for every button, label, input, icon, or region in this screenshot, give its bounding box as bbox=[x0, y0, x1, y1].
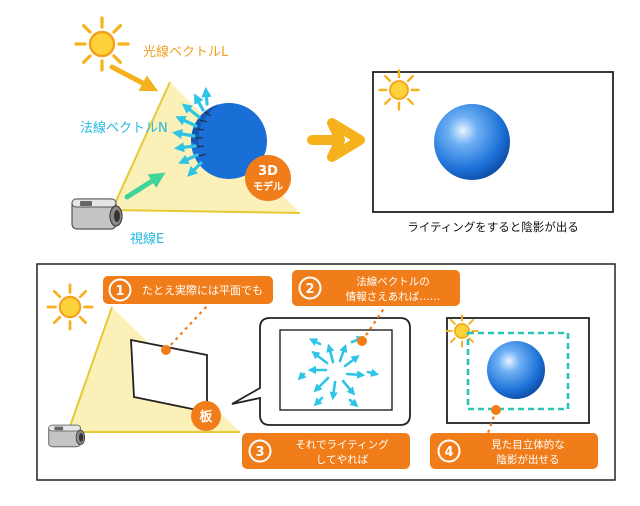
step-2-number: 2 bbox=[305, 282, 314, 297]
step-4-label: 4 見た目立体的な 陰影が出せる bbox=[430, 433, 598, 469]
step-3-number: 3 bbox=[255, 445, 264, 460]
bottom-cone-edge-left bbox=[67, 306, 113, 433]
plate-badge bbox=[191, 401, 221, 431]
step-3-text-line1: それでライティング bbox=[295, 438, 389, 451]
step-4-text-line1: 見た目立体的な bbox=[491, 438, 565, 451]
sphere-surface-ticks bbox=[196, 111, 212, 157]
view-label: 視線E bbox=[130, 231, 164, 247]
normal-vector-label: 法線ベクトルN bbox=[80, 120, 168, 136]
badge-3d-model bbox=[245, 155, 291, 201]
step-2-label: 2 法線ベクトルの 情報さえあれば…… bbox=[292, 270, 460, 306]
sphere-shade-band bbox=[190, 104, 219, 148]
dashed-selection-box bbox=[466, 331, 570, 411]
step-2-text-line2: 情報さえあれば…… bbox=[346, 290, 441, 303]
bottom-section: 板 bbox=[36, 263, 616, 481]
step-4-number: 4 bbox=[444, 445, 453, 460]
step-1-label: 1 たとえ実際には平面でも bbox=[103, 276, 273, 304]
camera-icon bbox=[71, 198, 123, 230]
bottom-sun-icon bbox=[46, 283, 94, 331]
bottom-result-sun-icon bbox=[445, 314, 479, 348]
step-1-text: たとえ実際には平面でも bbox=[142, 283, 263, 297]
plate-label: 板 bbox=[199, 409, 213, 425]
normals-sheet bbox=[279, 329, 393, 411]
cone-edge-bottom bbox=[111, 209, 301, 214]
normal-arrows bbox=[171, 86, 212, 177]
result-leader-line bbox=[485, 409, 498, 437]
big-arrow-icon bbox=[307, 118, 365, 162]
normals-field-arrows bbox=[297, 335, 380, 408]
step-3-text-line2: してやれば bbox=[316, 454, 369, 466]
step-1-number: 1 bbox=[115, 284, 124, 299]
view-vector-arrow bbox=[124, 172, 166, 200]
result-sphere bbox=[434, 104, 510, 180]
sun-icon bbox=[74, 16, 130, 72]
badge-3d-line1: 3D bbox=[258, 164, 278, 179]
model-sphere bbox=[191, 103, 267, 179]
bottom-result-sphere bbox=[487, 341, 545, 399]
step-3-label: 3 それでライティング してやれば bbox=[242, 433, 410, 469]
result-caption: ライティングをすると陰影が出る bbox=[407, 220, 579, 234]
bottom-camera-icon bbox=[48, 424, 86, 448]
cone-edge-left bbox=[111, 81, 171, 211]
light-vector-arrow bbox=[109, 64, 159, 92]
light-vector-label: 光線ベクトルL bbox=[143, 44, 229, 60]
top-section: 光線ベクトルL 法線ベクトルN 3D モデル bbox=[71, 16, 614, 247]
step-4-text-line2: 陰影が出せる bbox=[497, 453, 560, 466]
plate-leader-line bbox=[165, 304, 209, 351]
badge-3d-line2: モデル bbox=[253, 180, 283, 193]
step-2-text-line1: 法線ベクトルの bbox=[356, 275, 430, 288]
result-sun-icon bbox=[378, 69, 420, 111]
